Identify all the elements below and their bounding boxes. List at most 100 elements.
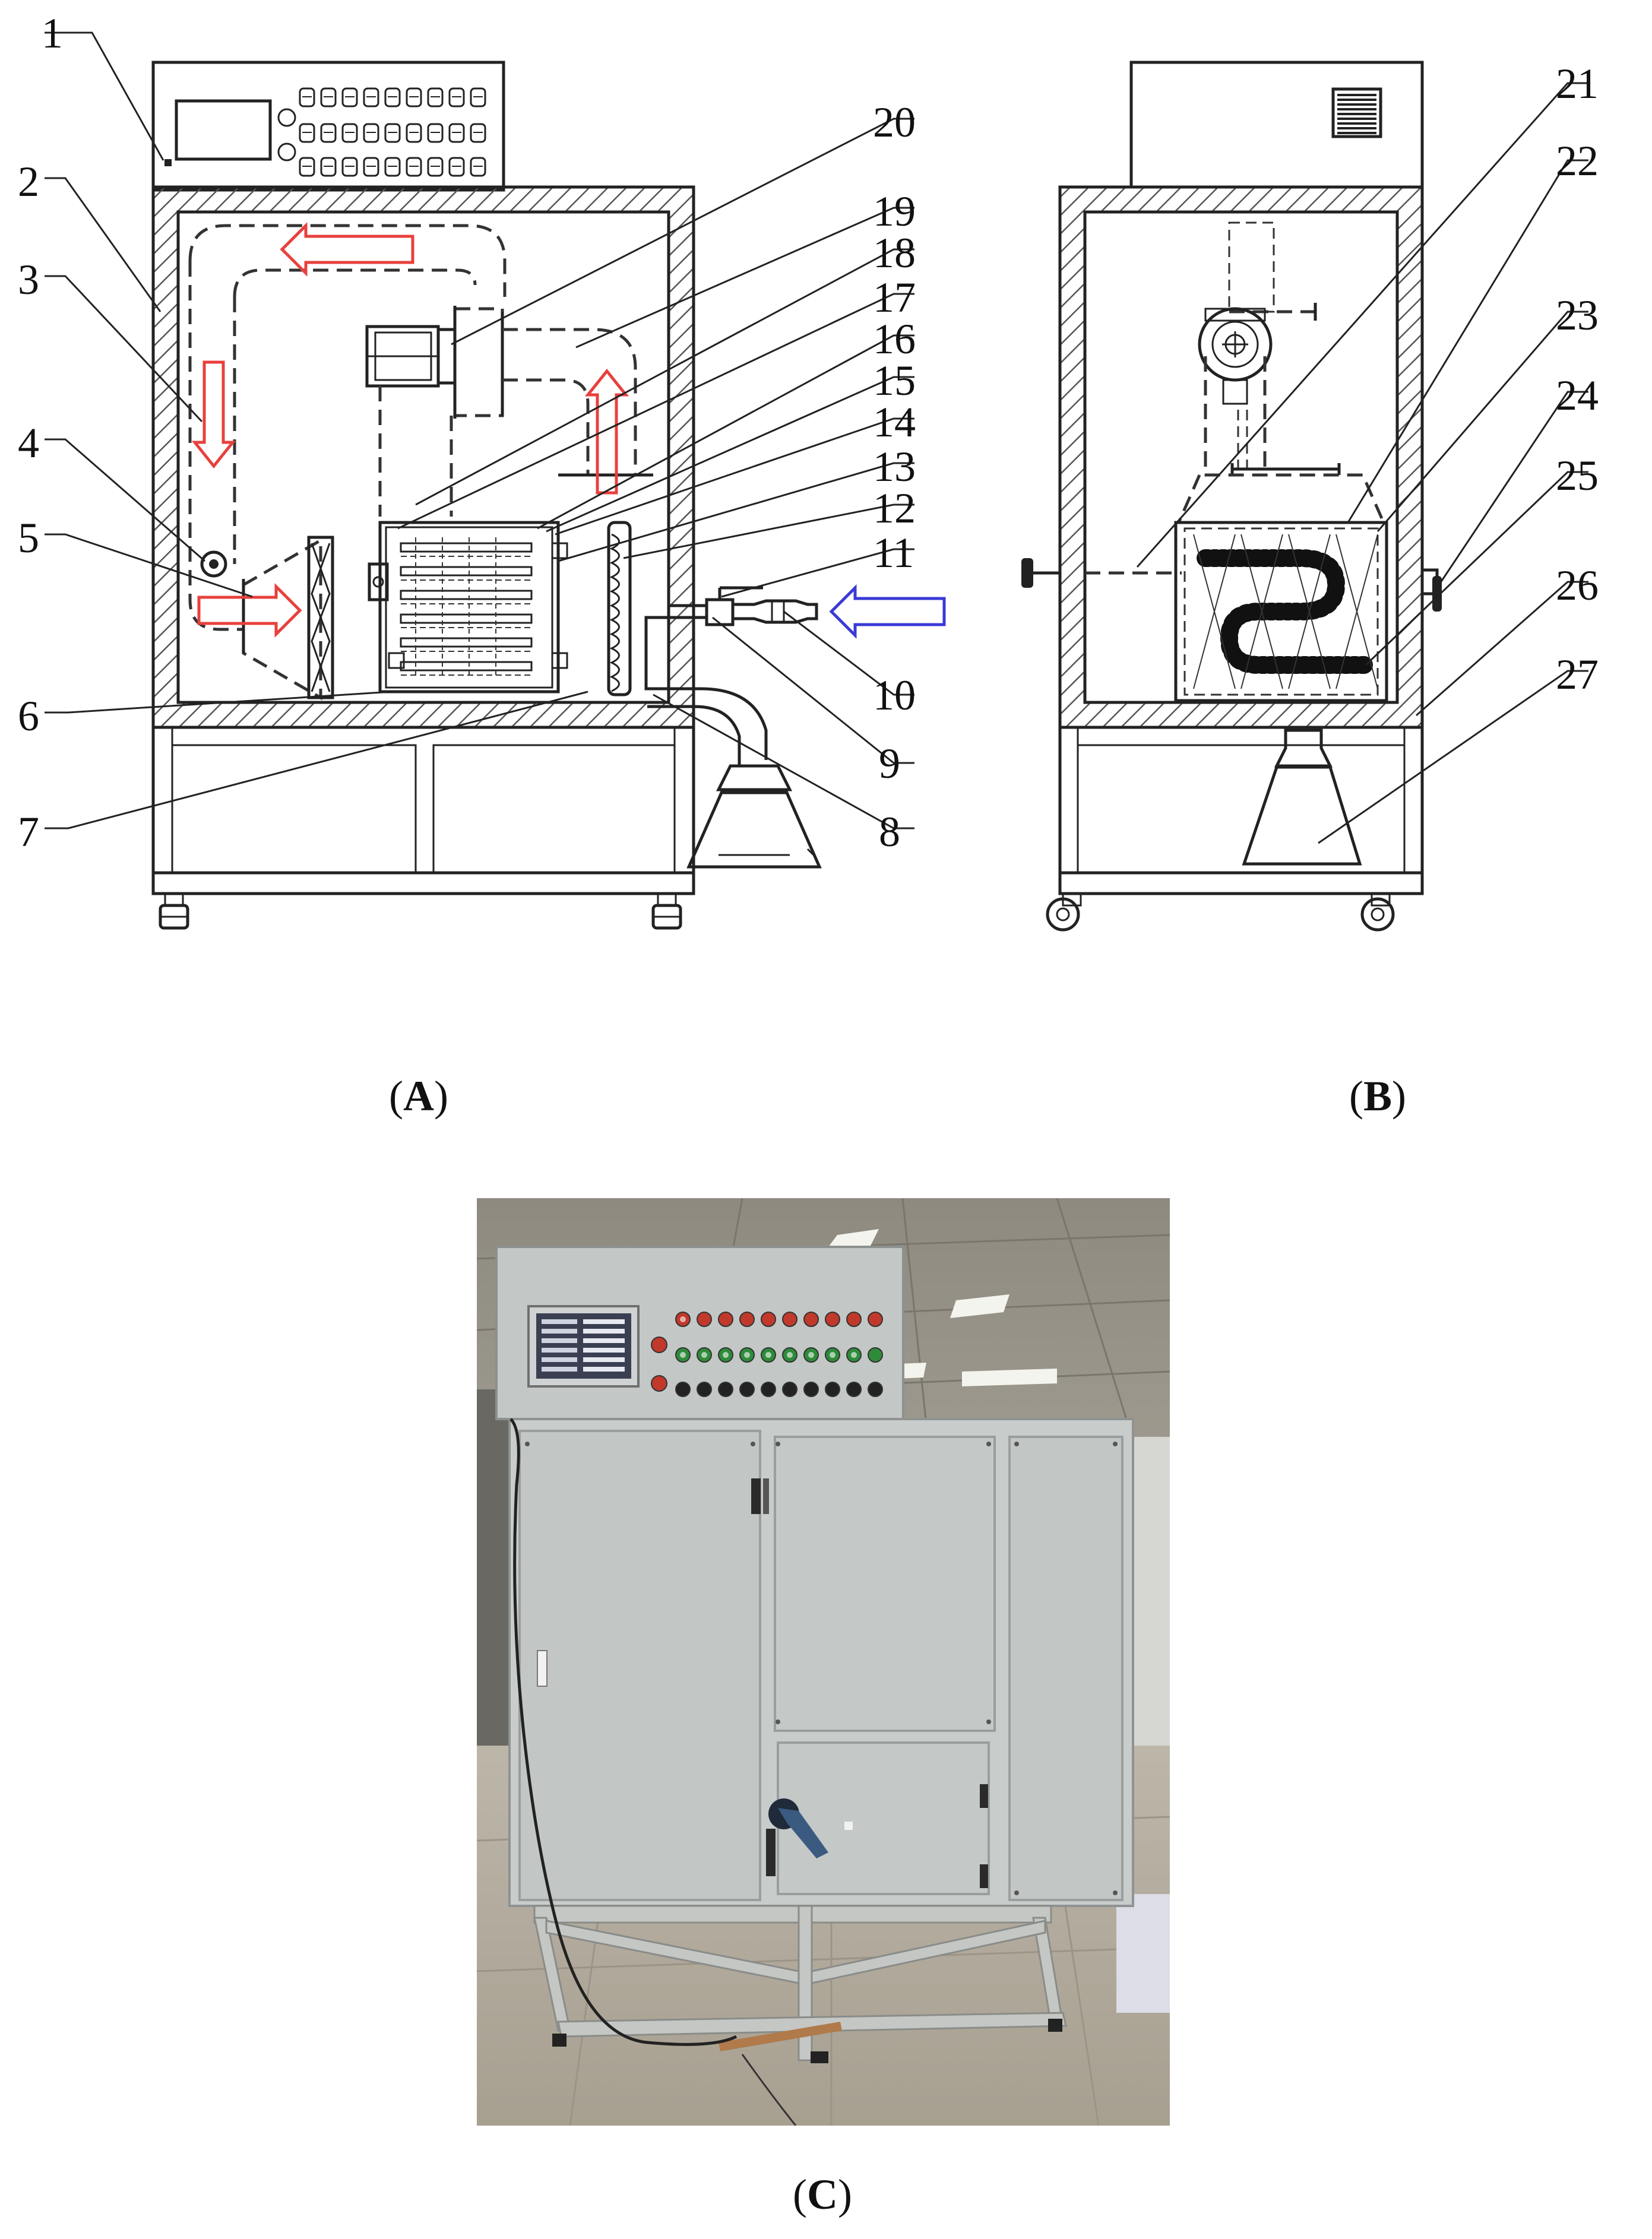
photo-button — [782, 1382, 797, 1397]
part-label-5: 5 — [18, 514, 39, 562]
panel-button-icon — [470, 123, 486, 143]
caster-wheel — [1360, 892, 1395, 932]
coil-heater — [1193, 534, 1378, 689]
air-duct — [188, 224, 507, 297]
panel-b-labels: 21 22 23 24 25 26 27 — [1556, 60, 1599, 698]
part-label-4: 4 — [18, 419, 39, 467]
photo-button — [825, 1312, 840, 1327]
photo-left-door — [518, 1430, 761, 1901]
base-frame — [151, 726, 695, 895]
part-label-13: 13 — [873, 443, 916, 490]
panel-button-icon — [448, 87, 465, 107]
transition-hood — [1176, 473, 1386, 524]
panel-button-icon — [427, 123, 444, 143]
photo-lower-door — [777, 1741, 990, 1895]
panel-button-icon — [406, 87, 422, 107]
part-label-11: 11 — [873, 529, 914, 577]
axial-fan — [307, 536, 334, 699]
part-label-25: 25 — [1556, 452, 1599, 499]
flow-arrow — [829, 584, 946, 639]
panel-button-icon — [363, 123, 379, 143]
part-label-16: 16 — [873, 315, 916, 363]
knob-icon — [277, 142, 296, 161]
flow-arrow — [191, 360, 236, 469]
base-frame-side — [1058, 726, 1424, 895]
button-grid — [299, 87, 486, 177]
photo-button — [868, 1347, 883, 1363]
part-label-2: 2 — [18, 158, 39, 205]
panel-button-icon — [320, 157, 337, 177]
flow-arrow — [584, 368, 629, 495]
caster-wheel — [159, 892, 189, 930]
heater-box — [1174, 521, 1388, 702]
photo-button — [718, 1312, 733, 1327]
tray — [400, 613, 533, 624]
frame-bay — [432, 744, 676, 874]
panel-b-leaders — [1136, 82, 1588, 844]
caption-c: (C) — [793, 2171, 852, 2218]
insulated-wall-side — [1060, 187, 1422, 727]
flow-arrow — [280, 221, 414, 277]
drying-chamber — [378, 521, 560, 693]
photo-button — [697, 1312, 712, 1327]
panel-button-icon — [299, 157, 315, 177]
photo-button — [739, 1312, 755, 1327]
photo-button — [718, 1382, 733, 1397]
ball-valve — [705, 598, 735, 626]
tray — [400, 542, 533, 553]
tray-stack — [388, 537, 568, 677]
panel-button-icon — [363, 157, 379, 177]
photo-button — [761, 1312, 776, 1327]
photo-button-grid — [651, 1312, 883, 1397]
part-label-17: 17 — [873, 274, 916, 321]
blower-housing — [453, 307, 504, 417]
panel-button-icon — [406, 157, 422, 177]
photo-button — [846, 1312, 862, 1327]
control-box — [151, 61, 505, 192]
panel-button-icon — [299, 123, 315, 143]
valve-icon — [200, 550, 227, 578]
panel-b-drawing — [1021, 61, 1442, 932]
part-label-3: 3 — [18, 256, 39, 303]
caster-wheel — [1046, 892, 1082, 932]
photo-button — [803, 1312, 819, 1327]
photo-button — [761, 1382, 776, 1397]
part-label-18: 18 — [873, 229, 916, 277]
knob-icon — [277, 108, 296, 127]
vent-slats — [1337, 94, 1376, 134]
photo-button — [739, 1382, 755, 1397]
panel-button-icon — [299, 87, 315, 107]
part-label-23: 23 — [1556, 292, 1599, 339]
panel-button-icon — [470, 157, 486, 177]
tray — [400, 637, 533, 648]
caption-b: (B) — [1349, 1072, 1406, 1120]
panel-a-labels: 1 2 3 4 5 6 7 8 9 10 11 12 13 14 15 16 1… — [18, 9, 916, 856]
panel-button-icon — [427, 157, 444, 177]
blower-base — [686, 791, 822, 869]
control-box-side — [1129, 61, 1424, 189]
panel-button-icon — [384, 157, 401, 177]
part-label-12: 12 — [873, 484, 916, 532]
photo-button — [825, 1382, 840, 1397]
part-label-8: 8 — [879, 808, 900, 856]
panel-c-photo — [477, 1198, 1170, 2126]
flow-arrow — [197, 582, 302, 638]
blower-base-side — [1242, 765, 1362, 866]
panel-button-icon — [448, 157, 465, 177]
panel-button-icon — [406, 123, 422, 143]
vent-grille — [1331, 87, 1382, 138]
panel-button-icon — [448, 123, 465, 143]
part-label-20: 20 — [873, 99, 916, 146]
part-label-14: 14 — [873, 398, 916, 446]
panel-button-icon — [363, 87, 379, 107]
tray — [400, 661, 533, 672]
door-latch — [368, 562, 389, 601]
photo-button — [675, 1382, 691, 1397]
tray — [400, 590, 533, 600]
caster-wheel — [651, 892, 682, 930]
part-label-19: 19 — [873, 188, 916, 235]
panel-button-icon — [320, 123, 337, 143]
part-label-7: 7 — [18, 808, 39, 856]
touch-screen — [175, 99, 272, 161]
